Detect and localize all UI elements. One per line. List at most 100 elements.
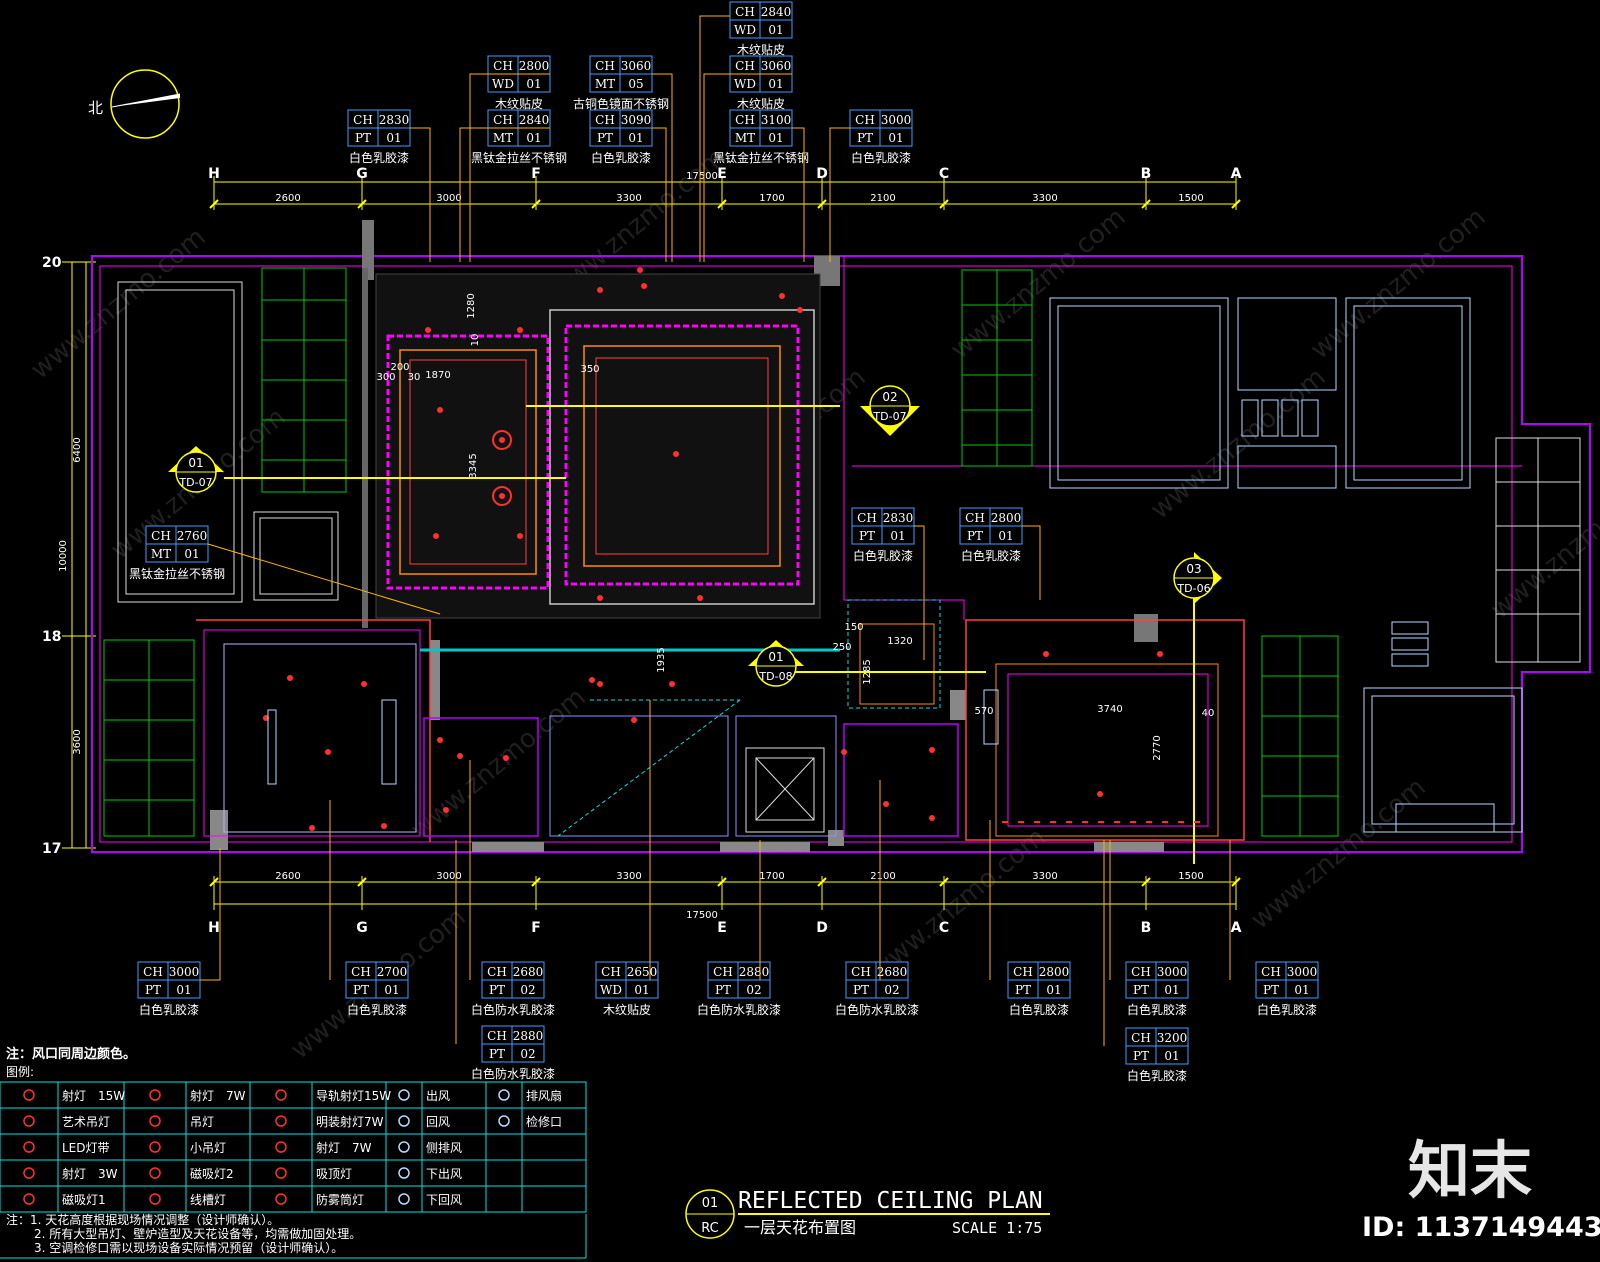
axis-letter: H xyxy=(208,920,220,936)
tag-ch-label: CH xyxy=(151,529,171,543)
tag-leader-line xyxy=(410,127,431,262)
axis-total-dim: 17500 xyxy=(686,910,718,921)
downlight-icon xyxy=(437,407,443,413)
tag-material-code: PT xyxy=(857,131,873,145)
section-reference: TD-07 xyxy=(872,410,906,423)
tag-ch-label: CH xyxy=(493,59,513,73)
tag-ceiling-height: 2800 xyxy=(1039,965,1070,979)
axis-letter: E xyxy=(717,920,727,936)
tag-ceiling-height: 2880 xyxy=(739,965,770,979)
title-scale: SCALE 1:75 xyxy=(952,1219,1042,1237)
downlight-icon xyxy=(797,307,803,313)
tag-material-note: 黑钛金拉丝不锈钢 xyxy=(713,150,809,165)
axis-slash xyxy=(357,199,367,209)
legend-symbol-icon xyxy=(498,1115,510,1127)
legend-symbol-icon xyxy=(398,1167,410,1179)
legend-label: 出风 xyxy=(426,1089,450,1103)
panel-group-right xyxy=(1049,297,1581,833)
section-number: 02 xyxy=(882,390,897,404)
pendant-light-center xyxy=(499,493,505,499)
tag-ch-label: CH xyxy=(595,113,615,127)
tag-material-code: MT xyxy=(595,77,615,91)
downlight-icon xyxy=(631,717,637,723)
legend-symbol-icon xyxy=(498,1089,510,1101)
downlight-icon xyxy=(597,681,603,687)
section-reference: TD-08 xyxy=(758,670,792,683)
central-ceiling-features xyxy=(375,273,941,837)
tag-material-code: PT xyxy=(1263,983,1279,997)
legend-label: 排风扇 xyxy=(526,1088,562,1103)
inner-dim-text: 1280 xyxy=(466,293,477,318)
tag-material-code: PT xyxy=(1133,1049,1149,1063)
tag-material-number: 02 xyxy=(746,983,761,997)
axis-letter: A xyxy=(1231,920,1242,936)
tag-leader-line xyxy=(914,525,925,660)
tag-material-code: WD xyxy=(492,77,514,91)
tag-ch-label: CH xyxy=(1013,965,1033,979)
tag-ch-label: CH xyxy=(851,965,871,979)
legend-symbol-icon xyxy=(149,1115,161,1127)
inner-dim-text: 570 xyxy=(974,706,993,717)
tag-material-note: 木纹贴皮 xyxy=(495,97,543,111)
axis-span-dim: 3000 xyxy=(436,193,461,204)
tag-material-note: 白色乳胶漆 xyxy=(1009,1002,1069,1017)
tag-material-code: WD xyxy=(734,77,756,91)
axis-slash xyxy=(1141,199,1151,209)
linear-vent-icon xyxy=(381,699,397,785)
tag-material-number: 01 xyxy=(1164,1049,1179,1063)
tag-ch-label: CH xyxy=(713,965,733,979)
axis-slash xyxy=(1231,199,1241,209)
tag-material-code: PT xyxy=(967,529,983,543)
tag-material-number: 01 xyxy=(768,77,783,91)
tag-ch-label: CH xyxy=(855,113,875,127)
legend-label: 小吊灯 xyxy=(190,1141,226,1155)
tag-leader-line xyxy=(459,127,550,262)
linear-vent-icon xyxy=(267,709,277,785)
tag-material-note: 白色防水乳胶漆 xyxy=(697,1002,781,1017)
tag-material-note: 白色乳胶漆 xyxy=(347,1002,407,1017)
tag-material-code: MT xyxy=(493,131,513,145)
downlight-icon xyxy=(883,801,889,807)
tag-leader-line xyxy=(703,73,792,262)
tag-ceiling-height: 3000 xyxy=(1287,965,1318,979)
axis-slash xyxy=(209,877,219,887)
section-number: 03 xyxy=(1186,562,1201,576)
tag-ceiling-height: 2800 xyxy=(991,511,1022,525)
tag-material-note: 白色乳胶漆 xyxy=(139,1002,199,1017)
tag-material-number: 05 xyxy=(628,77,643,91)
tag-material-note: 白色乳胶漆 xyxy=(1127,1002,1187,1017)
tag-material-note: 白色防水乳胶漆 xyxy=(471,1002,555,1017)
legend-label: 明装射灯7W xyxy=(316,1114,384,1129)
inner-dim-text: 1935 xyxy=(656,647,667,672)
tag-material-number: 01 xyxy=(890,529,905,543)
title-chinese: 一层天花布置图 xyxy=(744,1218,856,1237)
downlight-icon xyxy=(1097,791,1103,797)
inner-dim-text: 40 xyxy=(1202,708,1215,719)
axis-slash xyxy=(939,877,949,887)
light-fixtures xyxy=(263,267,1210,831)
tag-ch-label: CH xyxy=(735,59,755,73)
axis-span-dim: 2600 xyxy=(275,871,300,882)
downlight-icon xyxy=(1157,651,1163,657)
inner-dim-text: 1870 xyxy=(425,370,450,381)
tag-material-number: 01 xyxy=(384,983,399,997)
section-number: 01 xyxy=(188,456,203,470)
title-sheet-code: RC xyxy=(701,1221,718,1236)
tag-ch-label: CH xyxy=(1261,965,1281,979)
axis-span-dim: 3300 xyxy=(616,193,641,204)
legend-symbol-icon xyxy=(23,1193,35,1205)
tag-ceiling-height: 2760 xyxy=(177,529,208,543)
legend-label: 吊灯 xyxy=(190,1115,214,1129)
